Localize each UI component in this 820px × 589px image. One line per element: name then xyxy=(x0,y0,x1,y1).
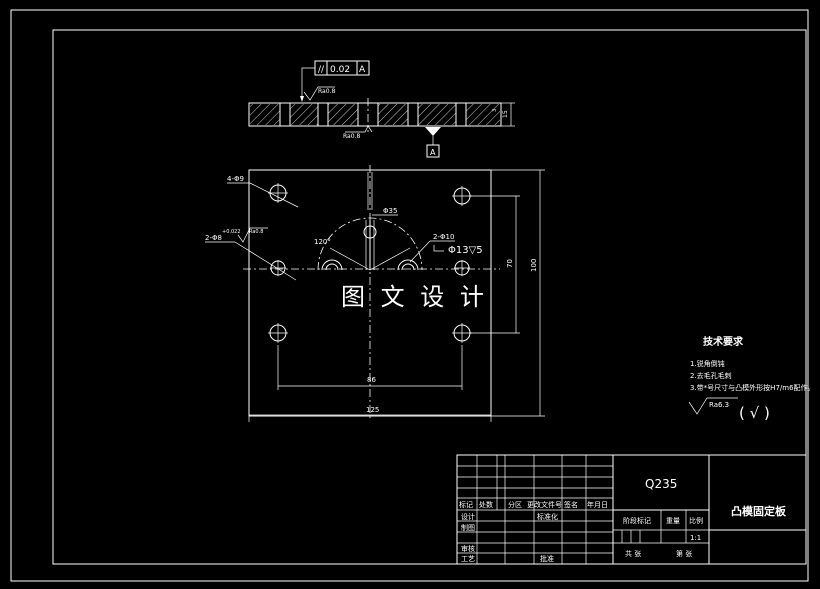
dim-100: 100 xyxy=(530,259,538,272)
section-hatch-1 xyxy=(250,104,280,125)
surface-finish-top: Ra0.8 xyxy=(303,86,335,101)
tech-req-item-1: 1.锐角倒钝 xyxy=(690,359,725,368)
dim-86: 86 xyxy=(367,376,376,384)
angle-label: 120° xyxy=(314,238,331,246)
material-text: Q235 xyxy=(645,477,677,491)
thickness-small-dim: 3 xyxy=(492,109,498,112)
roughness-value: Ra6.3 xyxy=(709,401,729,409)
dim-70: 70 xyxy=(506,259,514,268)
sheet-number: 第 张 xyxy=(676,549,692,558)
header-col-4: 签名 xyxy=(564,500,578,509)
roughness-rest: ( √ ) xyxy=(739,404,770,422)
flatness-tolerance-frame: // 0.02 A xyxy=(300,60,370,102)
outer-border xyxy=(10,9,809,582)
row-process: 工艺 xyxy=(461,555,475,563)
tolerance-symbol: // xyxy=(318,65,325,75)
plan-view: 4-Φ9 2-Φ8 +0.022 Ra0.8 Φ35 120° 2-Φ10 Φ1… xyxy=(205,165,545,422)
holes-2-tolerance: +0.022 xyxy=(222,229,241,235)
inner-border xyxy=(52,29,807,565)
section-view: 15 3 xyxy=(248,98,515,132)
tech-req-item-2: 2.去毛孔毛刺 xyxy=(690,371,732,380)
section-hatch-5 xyxy=(418,104,456,125)
tolerance-value: 0.02 xyxy=(330,65,350,75)
header-col-0: 标记 xyxy=(459,500,473,509)
counterbore-label: 2-Φ10 xyxy=(433,233,454,241)
title-block: Q235 凸模固定板 标记 处数 分区 更改文件号 签名 年月日 设计 制图 审… xyxy=(456,454,807,565)
weight-label: 重量 xyxy=(666,517,680,525)
scale-value: 1:1 xyxy=(690,534,701,542)
row-review: 审核 xyxy=(461,544,475,553)
section-outline xyxy=(248,102,502,127)
bore-dia-label: Φ35 xyxy=(383,207,397,215)
thickness-dim: 15 xyxy=(502,110,509,118)
surface-finish-hole-label: Ra0.8 xyxy=(249,229,263,235)
counterbore-spec: Φ13▽5 xyxy=(448,245,483,256)
section-hatch-4 xyxy=(378,104,408,125)
section-hatch-6 xyxy=(466,104,500,125)
central-bore xyxy=(317,172,423,271)
watermark-text: 图 文 设 计 xyxy=(341,283,488,311)
tech-req-title: 技术要求 xyxy=(703,335,744,348)
datum-label: A xyxy=(430,148,436,157)
holes-4-label: 4-Φ9 xyxy=(227,175,244,183)
scale-label: 比例 xyxy=(689,516,703,525)
row-drawing: 制图 xyxy=(461,523,475,532)
sheet-total: 共 张 xyxy=(625,549,641,558)
mounting-holes xyxy=(268,183,472,343)
approve-label: 批准 xyxy=(540,554,554,563)
header-col-5: 年月日 xyxy=(587,500,608,509)
surface-finish-bottom-label: Ra0.8 xyxy=(343,133,360,140)
part-name-text: 凸模固定板 xyxy=(731,504,787,518)
surface-finish-bottom: Ra0.8 xyxy=(343,125,373,140)
section-hatch-3 xyxy=(328,104,358,125)
row-design: 设计 xyxy=(461,512,475,521)
stage-mark-label: 阶段标记 xyxy=(623,516,651,525)
header-col-3: 更改文件号 xyxy=(527,500,562,509)
surface-finish-top-label: Ra0.8 xyxy=(318,88,335,95)
standardize-label: 标准化 xyxy=(537,512,558,521)
header-col-2: 分区 xyxy=(508,500,522,509)
header-col-1: 处数 xyxy=(479,500,493,509)
datum-a-symbol: A xyxy=(425,127,441,158)
dim-125: 125 xyxy=(366,406,379,414)
roughness-symbol xyxy=(688,397,738,415)
tech-requirements: 技术要求 1.锐角倒钝 2.去毛孔毛刺 3.带*号尺寸与凸模外形按H7/m6配作… xyxy=(688,335,815,422)
tech-req-item-3: 3.带*号尺寸与凸模外形按H7/m6配作。 xyxy=(690,383,815,392)
holes-2-label: 2-Φ8 xyxy=(205,234,222,242)
section-hatch-2 xyxy=(290,104,318,125)
tolerance-datum: A xyxy=(359,65,366,75)
